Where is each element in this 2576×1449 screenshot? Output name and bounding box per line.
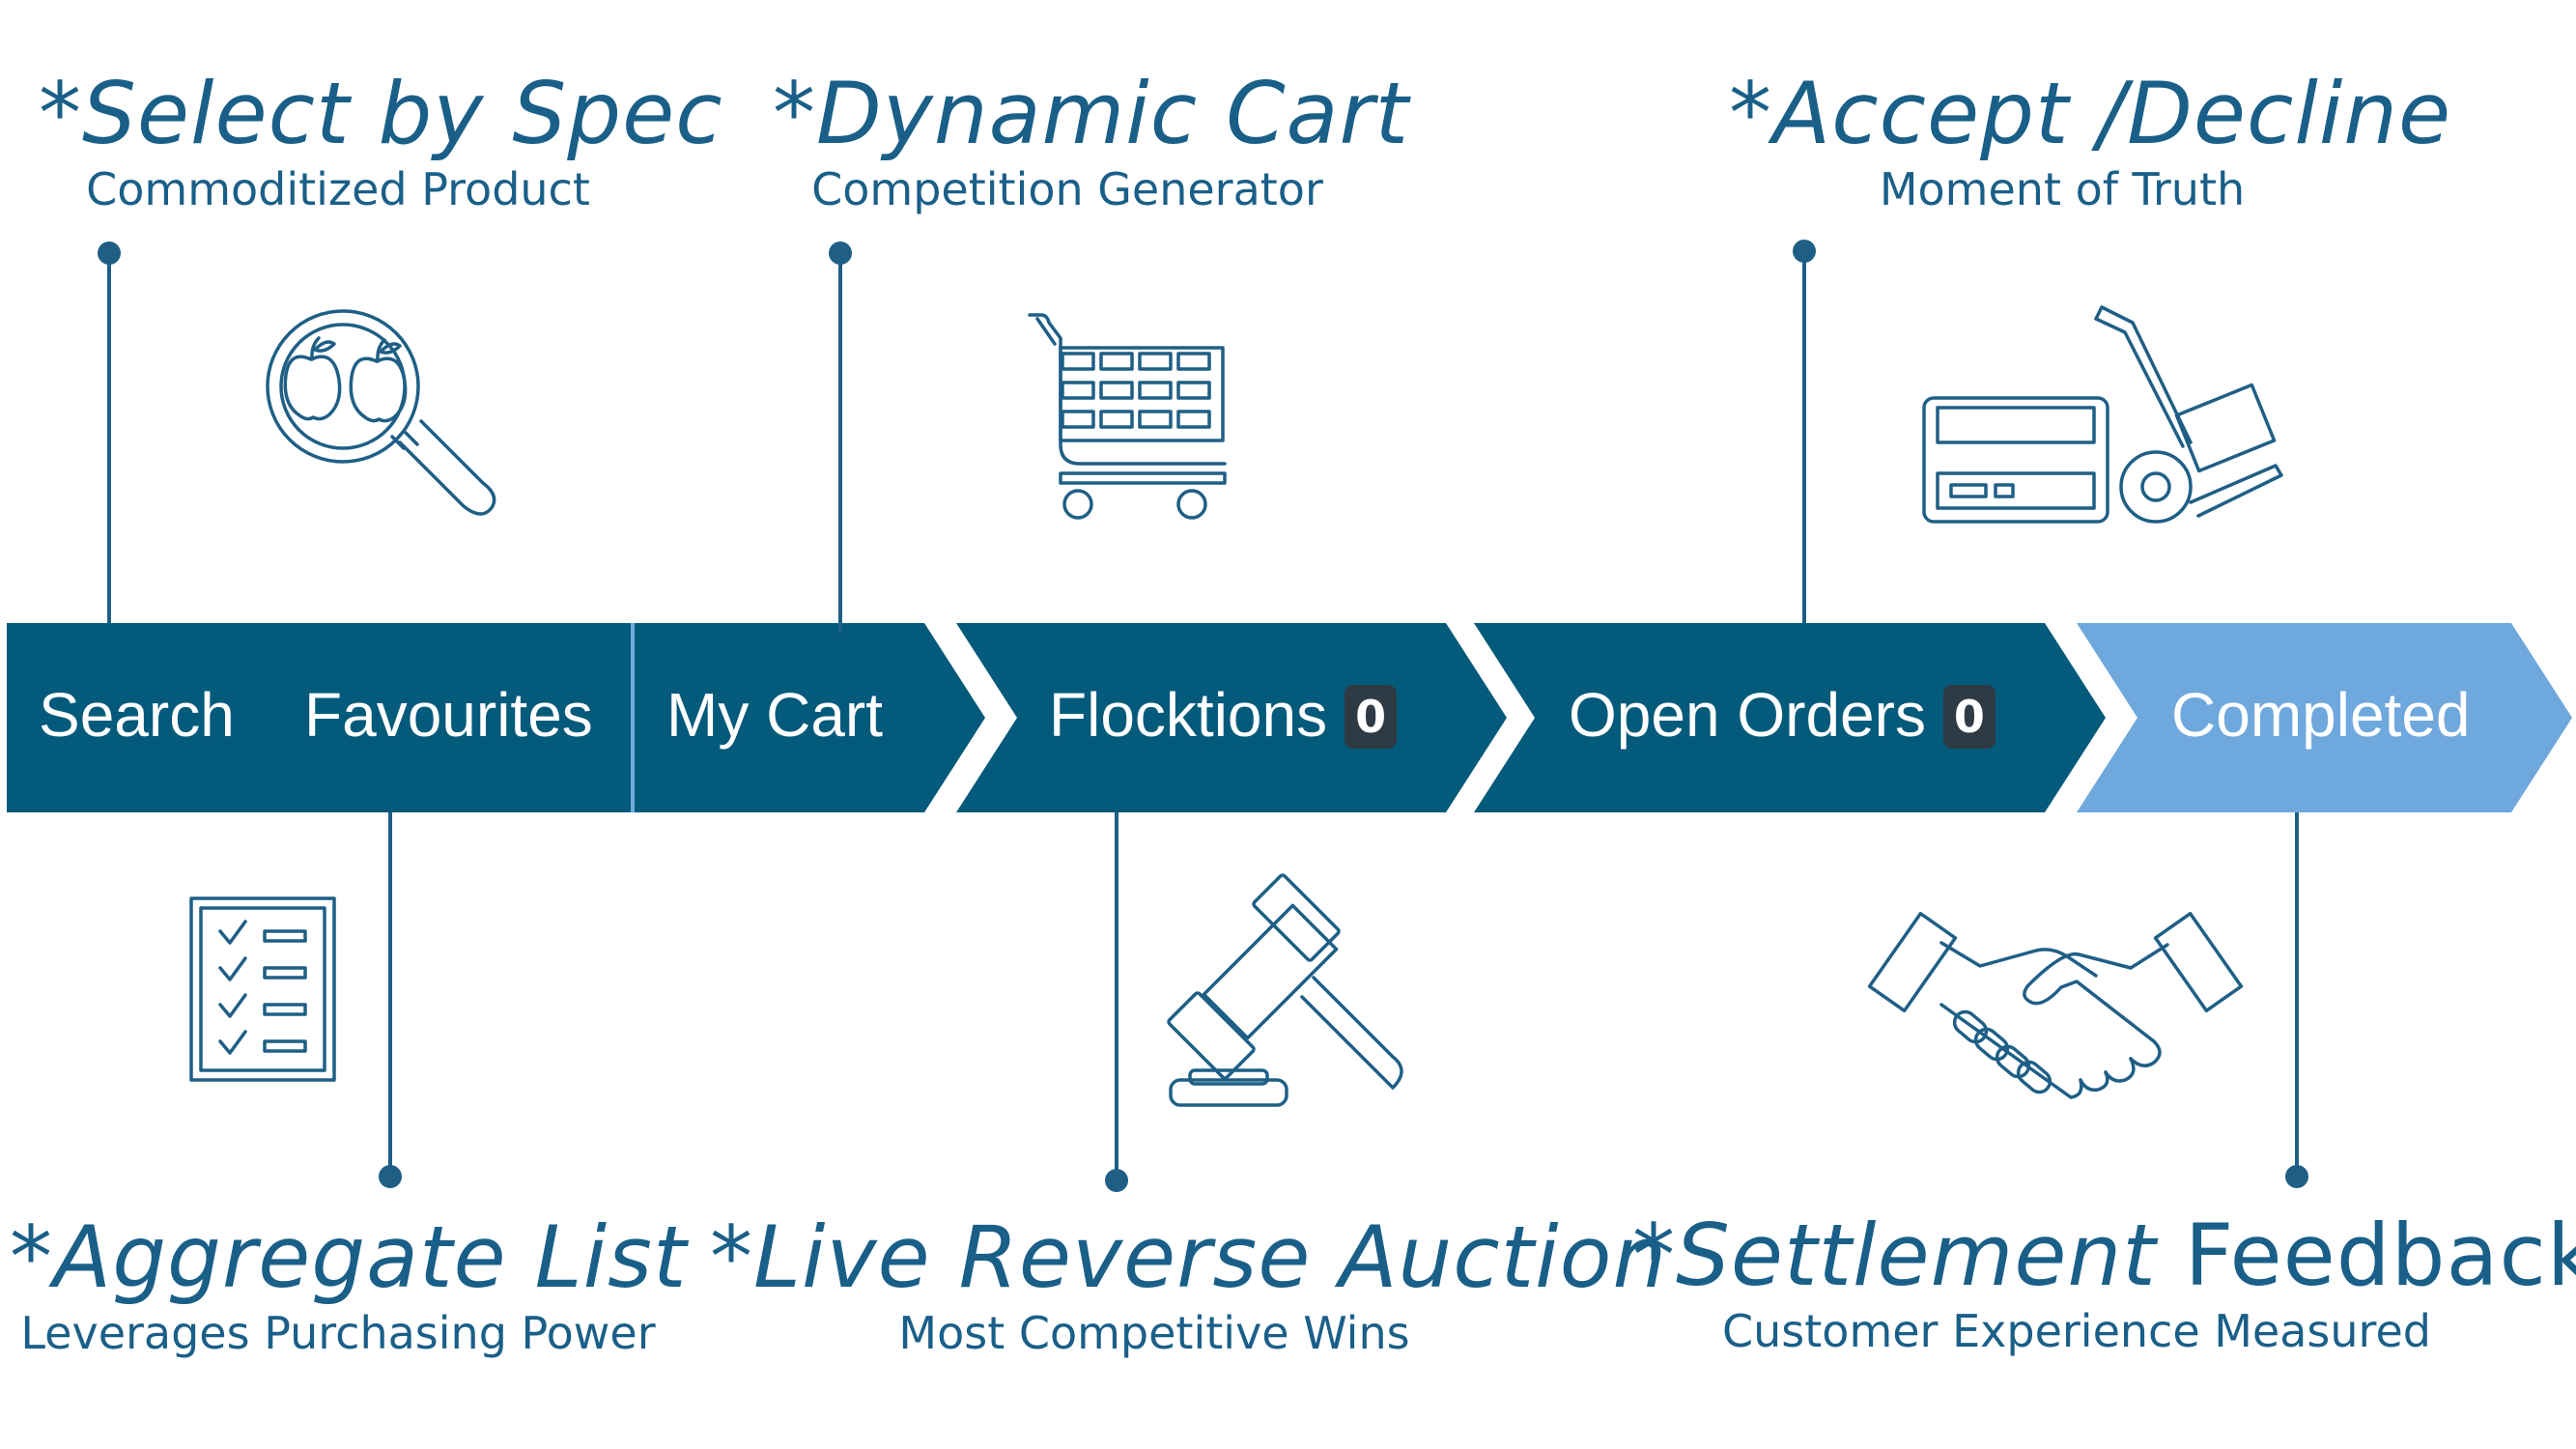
nav-open-orders-label: Open Orders bbox=[1569, 680, 1926, 750]
gavel-icon bbox=[1167, 873, 1403, 1107]
callout-title: *Settlement Feedback bbox=[1632, 1206, 2576, 1305]
callout-accept-decline: *Accept /Decline Moment of Truth bbox=[1729, 64, 2452, 216]
callout-dynamic-cart: *Dynamic Cart Competition Generator bbox=[773, 64, 1410, 216]
open-orders-count-badge: 0 bbox=[1942, 685, 1996, 749]
connector-dot-dynamic-cart bbox=[829, 242, 852, 265]
callout-title-italic: *Settlement bbox=[1632, 1206, 2157, 1305]
connector-dot-select-by-spec bbox=[98, 242, 121, 265]
nav-chevron-my-cart bbox=[635, 623, 985, 812]
callout-title: *Accept /Decline bbox=[1729, 64, 2452, 163]
callout-live-reverse-auction: *Live Reverse Auction Most Competitive W… bbox=[710, 1208, 1668, 1360]
connector-dot-aggregate-list bbox=[379, 1165, 402, 1188]
handshake-icon bbox=[1867, 911, 2244, 1099]
callout-subtitle: Customer Experience Measured bbox=[1722, 1305, 2431, 1357]
connector-dot-settlement-feedback bbox=[2285, 1165, 2308, 1188]
callout-subtitle: Competition Generator bbox=[811, 163, 1323, 215]
nav-flocktions-label: Flocktions bbox=[1049, 680, 1328, 750]
nav-completed[interactable]: Completed bbox=[2171, 680, 2471, 750]
nav-my-cart[interactable]: My Cart bbox=[666, 680, 883, 750]
nav-search[interactable]: Search bbox=[39, 680, 235, 750]
checklist-icon bbox=[189, 896, 336, 1082]
nav-flocktions[interactable]: Flocktions 0 bbox=[1049, 676, 1398, 753]
nav-chevron-open-orders bbox=[1474, 623, 2106, 812]
callout-select-by-spec: *Select by Spec Commoditized Product bbox=[39, 64, 723, 216]
callout-title-plain: Feedback bbox=[2156, 1206, 2576, 1305]
callout-title: *Dynamic Cart bbox=[773, 64, 1410, 163]
callout-title: *Live Reverse Auction bbox=[710, 1208, 1668, 1307]
flocktions-count-badge: 0 bbox=[1345, 685, 1398, 749]
callout-title: *Select by Spec bbox=[39, 64, 723, 163]
callout-settlement-feedback: *Settlement Feedback Customer Experience… bbox=[1632, 1206, 2576, 1358]
callout-subtitle: Most Competitive Wins bbox=[898, 1307, 1410, 1359]
nav-chevron-flocktions bbox=[956, 623, 1507, 812]
connector-dot-accept-decline bbox=[1793, 240, 1816, 263]
shopping-cart-icon bbox=[1028, 313, 1227, 520]
callout-subtitle: Commoditized Product bbox=[86, 163, 590, 215]
callout-title: *Aggregate List bbox=[10, 1208, 688, 1307]
callout-subtitle: Leverages Purchasing Power bbox=[20, 1307, 656, 1359]
callout-subtitle: Moment of Truth bbox=[1879, 163, 2246, 215]
nav-chevron-completed bbox=[2077, 623, 2572, 812]
nav-favourites[interactable]: Favourites bbox=[304, 680, 593, 750]
connector-dot-live-reverse-auction bbox=[1105, 1169, 1128, 1192]
card-and-hand-truck-icon bbox=[1922, 305, 2283, 524]
nav-bar-left bbox=[7, 623, 635, 812]
magnifier-apples-icon bbox=[266, 309, 496, 516]
callout-aggregate-list: *Aggregate List Leverages Purchasing Pow… bbox=[10, 1208, 688, 1360]
